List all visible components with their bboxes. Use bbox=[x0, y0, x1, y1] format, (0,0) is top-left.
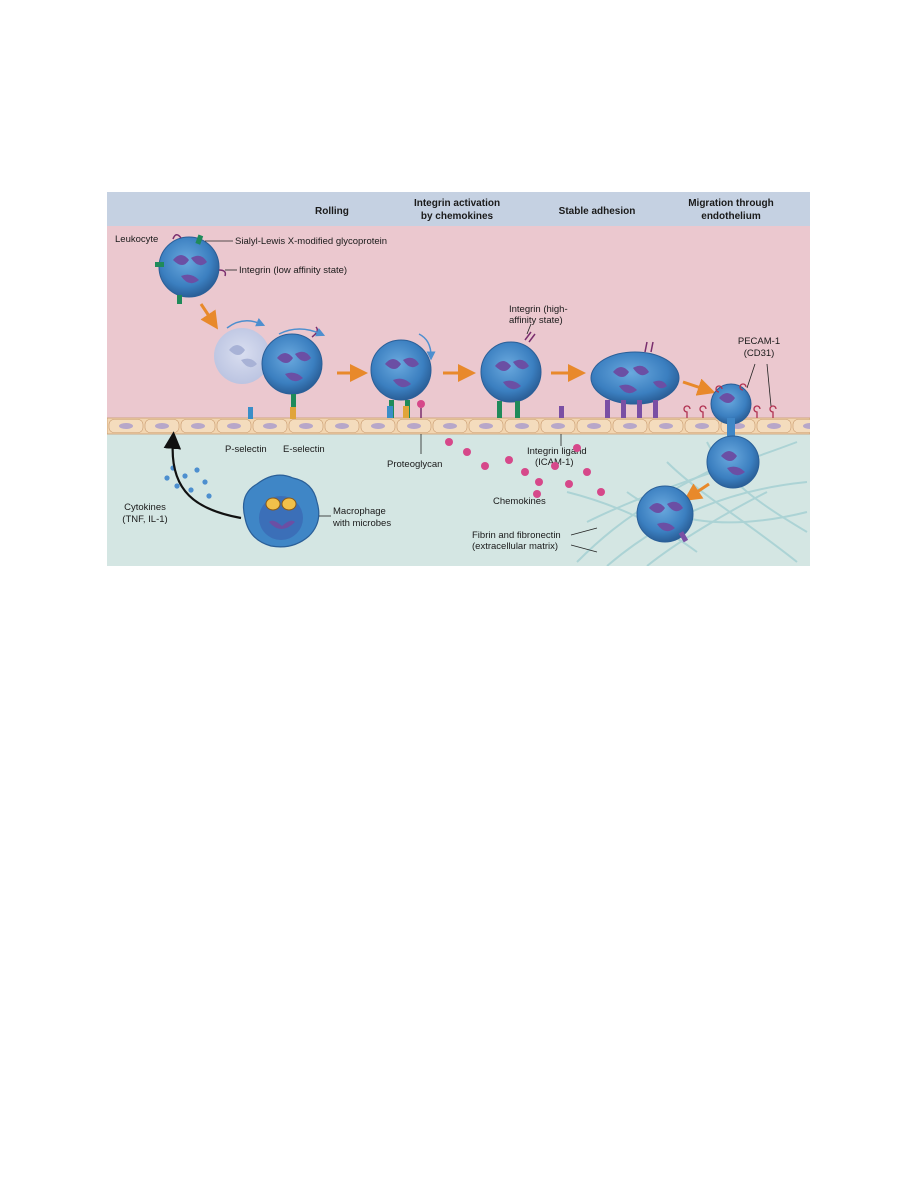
endothelial-nucleus bbox=[695, 423, 709, 429]
endothelial-nucleus bbox=[515, 423, 529, 429]
label-pecam-1: PECAM-1 bbox=[738, 336, 780, 347]
chemokine-dot bbox=[583, 468, 591, 476]
label-integrin-low: Integrin (low affinity state) bbox=[239, 265, 347, 276]
label-fibrin-2: (extracellular matrix) bbox=[472, 541, 558, 552]
endothelial-nucleus bbox=[263, 423, 277, 429]
p-selectin-shape bbox=[248, 407, 253, 419]
leukocyte-rolling bbox=[261, 326, 323, 410]
leukocyte-migrating bbox=[706, 383, 760, 489]
endothelial-nucleus bbox=[335, 423, 349, 429]
stage-integrin-activation-1: Integrin activation bbox=[414, 198, 500, 209]
label-integrin-ligand-1: Integrin ligand bbox=[527, 446, 587, 457]
endothelial-nucleus bbox=[479, 423, 493, 429]
endothelial-nucleus bbox=[371, 423, 385, 429]
chemokine-dot bbox=[533, 490, 541, 498]
leukocyte-activation bbox=[370, 339, 432, 418]
endothelial-nucleus bbox=[443, 423, 457, 429]
endothelial-nucleus bbox=[551, 423, 565, 429]
chemokine-dot bbox=[535, 478, 543, 486]
leukocyte-stable-adhesion bbox=[590, 341, 680, 418]
endothelial-nucleus bbox=[659, 423, 673, 429]
tissue-area bbox=[107, 432, 810, 566]
cytokine-dots bbox=[164, 465, 212, 499]
label-e-selectin: E-selectin bbox=[283, 444, 325, 455]
label-chemokines: Chemokines bbox=[493, 496, 546, 507]
leukocyte-ghost bbox=[214, 328, 270, 384]
label-proteoglycan: Proteoglycan bbox=[387, 459, 442, 470]
stage-stable-adhesion: Stable adhesion bbox=[559, 206, 636, 217]
arrow-6 bbox=[683, 482, 710, 501]
macrophage bbox=[242, 474, 320, 548]
stage-migration-1: Migration through bbox=[688, 198, 774, 209]
endothelial-nucleus bbox=[191, 423, 205, 429]
nucleus-icon bbox=[173, 255, 189, 265]
icam-shape bbox=[559, 406, 564, 418]
chemokine-dots bbox=[445, 438, 605, 498]
chemokine-dot bbox=[565, 480, 573, 488]
arrow-5 bbox=[682, 378, 716, 396]
chemokine-dot bbox=[551, 462, 559, 470]
label-leukocyte: Leukocyte bbox=[115, 234, 158, 245]
endothelial-nucleus bbox=[299, 423, 313, 429]
e-selectin-shape bbox=[290, 407, 296, 419]
endothelial-cell bbox=[792, 419, 810, 433]
leukocyte-initial bbox=[155, 234, 227, 304]
endothelial-nucleus bbox=[587, 423, 601, 429]
endothelial-nucleus bbox=[767, 423, 781, 429]
chemokine-dot bbox=[521, 468, 529, 476]
arrow-1 bbox=[199, 303, 218, 330]
leukocyte-migration-diagram: Rolling Integrin activation by chemokine… bbox=[107, 192, 810, 566]
stage-rolling: Rolling bbox=[315, 206, 349, 217]
label-integrin-high-1: Integrin (high- bbox=[509, 304, 568, 315]
endothelial-nucleus bbox=[407, 423, 421, 429]
endothelial-nucleus bbox=[227, 423, 241, 429]
header-band bbox=[107, 192, 810, 226]
diagram-canvas: Rolling Integrin activation by chemokine… bbox=[107, 192, 810, 566]
cytokine-signal-arrow bbox=[163, 431, 242, 520]
label-macrophage-1: Macrophage bbox=[333, 506, 386, 517]
label-macrophage-2: with microbes bbox=[332, 518, 391, 529]
label-sialyl-lewis: Sialyl-Lewis X-modified glycoprotein bbox=[235, 236, 387, 247]
chemokine-dot bbox=[481, 462, 489, 470]
endothelial-nucleus bbox=[155, 423, 169, 429]
chemokine-dot bbox=[597, 488, 605, 496]
endothelial-nucleus bbox=[803, 423, 810, 429]
label-fibrin-1: Fibrin and fibronectin bbox=[472, 530, 561, 541]
chemokine-on-proteoglycan bbox=[417, 400, 425, 408]
chemokine-dot bbox=[463, 448, 471, 456]
leukocyte-in-tissue bbox=[636, 485, 694, 543]
leukocyte-high-affinity bbox=[480, 331, 542, 418]
endothelial-nucleus bbox=[623, 423, 637, 429]
stage-integrin-activation-2: by chemokines bbox=[421, 211, 494, 222]
vessel-lumen bbox=[107, 226, 810, 422]
label-cytokines-1: Cytokines bbox=[124, 502, 166, 513]
chemokine-dot bbox=[445, 438, 453, 446]
label-integrin-high-2: affinity state) bbox=[509, 315, 563, 326]
label-p-selectin: P-selectin bbox=[225, 444, 267, 455]
chemokine-dot bbox=[505, 456, 513, 464]
stage-migration-2: endothelium bbox=[701, 211, 761, 222]
label-cytokines-2: (TNF, IL-1) bbox=[122, 514, 167, 525]
label-pecam-2: (CD31) bbox=[744, 348, 775, 359]
pecam-receptors bbox=[683, 383, 777, 418]
endothelium-layer bbox=[107, 417, 810, 435]
endothelial-nucleus bbox=[119, 423, 133, 429]
chemokine-dot bbox=[573, 444, 581, 452]
